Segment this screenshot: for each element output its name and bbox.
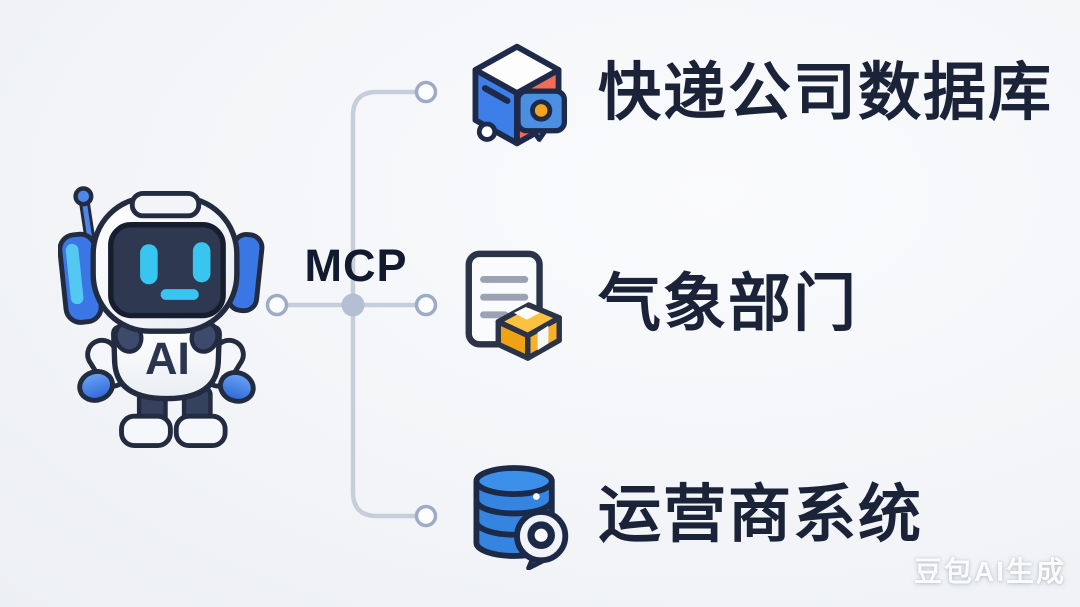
item-label-weather-dept: 气象部门: [598, 269, 858, 339]
connector-bottom: [350, 311, 418, 519]
robot-eye-right: [192, 242, 211, 283]
item-label-express-db: 快递公司数据库: [598, 58, 1053, 128]
connector-top: [350, 89, 418, 299]
robot-chest-label: AI: [145, 333, 190, 384]
hub-label: MCP: [304, 240, 408, 291]
database-search-icon: [473, 465, 569, 570]
node-middle: [414, 293, 438, 317]
node-top: [414, 80, 438, 104]
robot-eye-left: [140, 244, 158, 285]
node-bottom: [414, 504, 438, 528]
robot-ear-left: [58, 231, 104, 325]
ai-robot-mascot: AI: [58, 186, 265, 448]
watermark: 豆包AI生成: [913, 556, 1066, 587]
robot-smile: [160, 289, 199, 300]
document-parcel-icon: [465, 250, 562, 361]
item-label-operator-sys: 运营商系统: [598, 480, 923, 550]
package-box-icon: [472, 43, 568, 147]
node-robot: [265, 293, 289, 317]
node-hub: [341, 293, 365, 317]
robot-head: [90, 190, 240, 334]
